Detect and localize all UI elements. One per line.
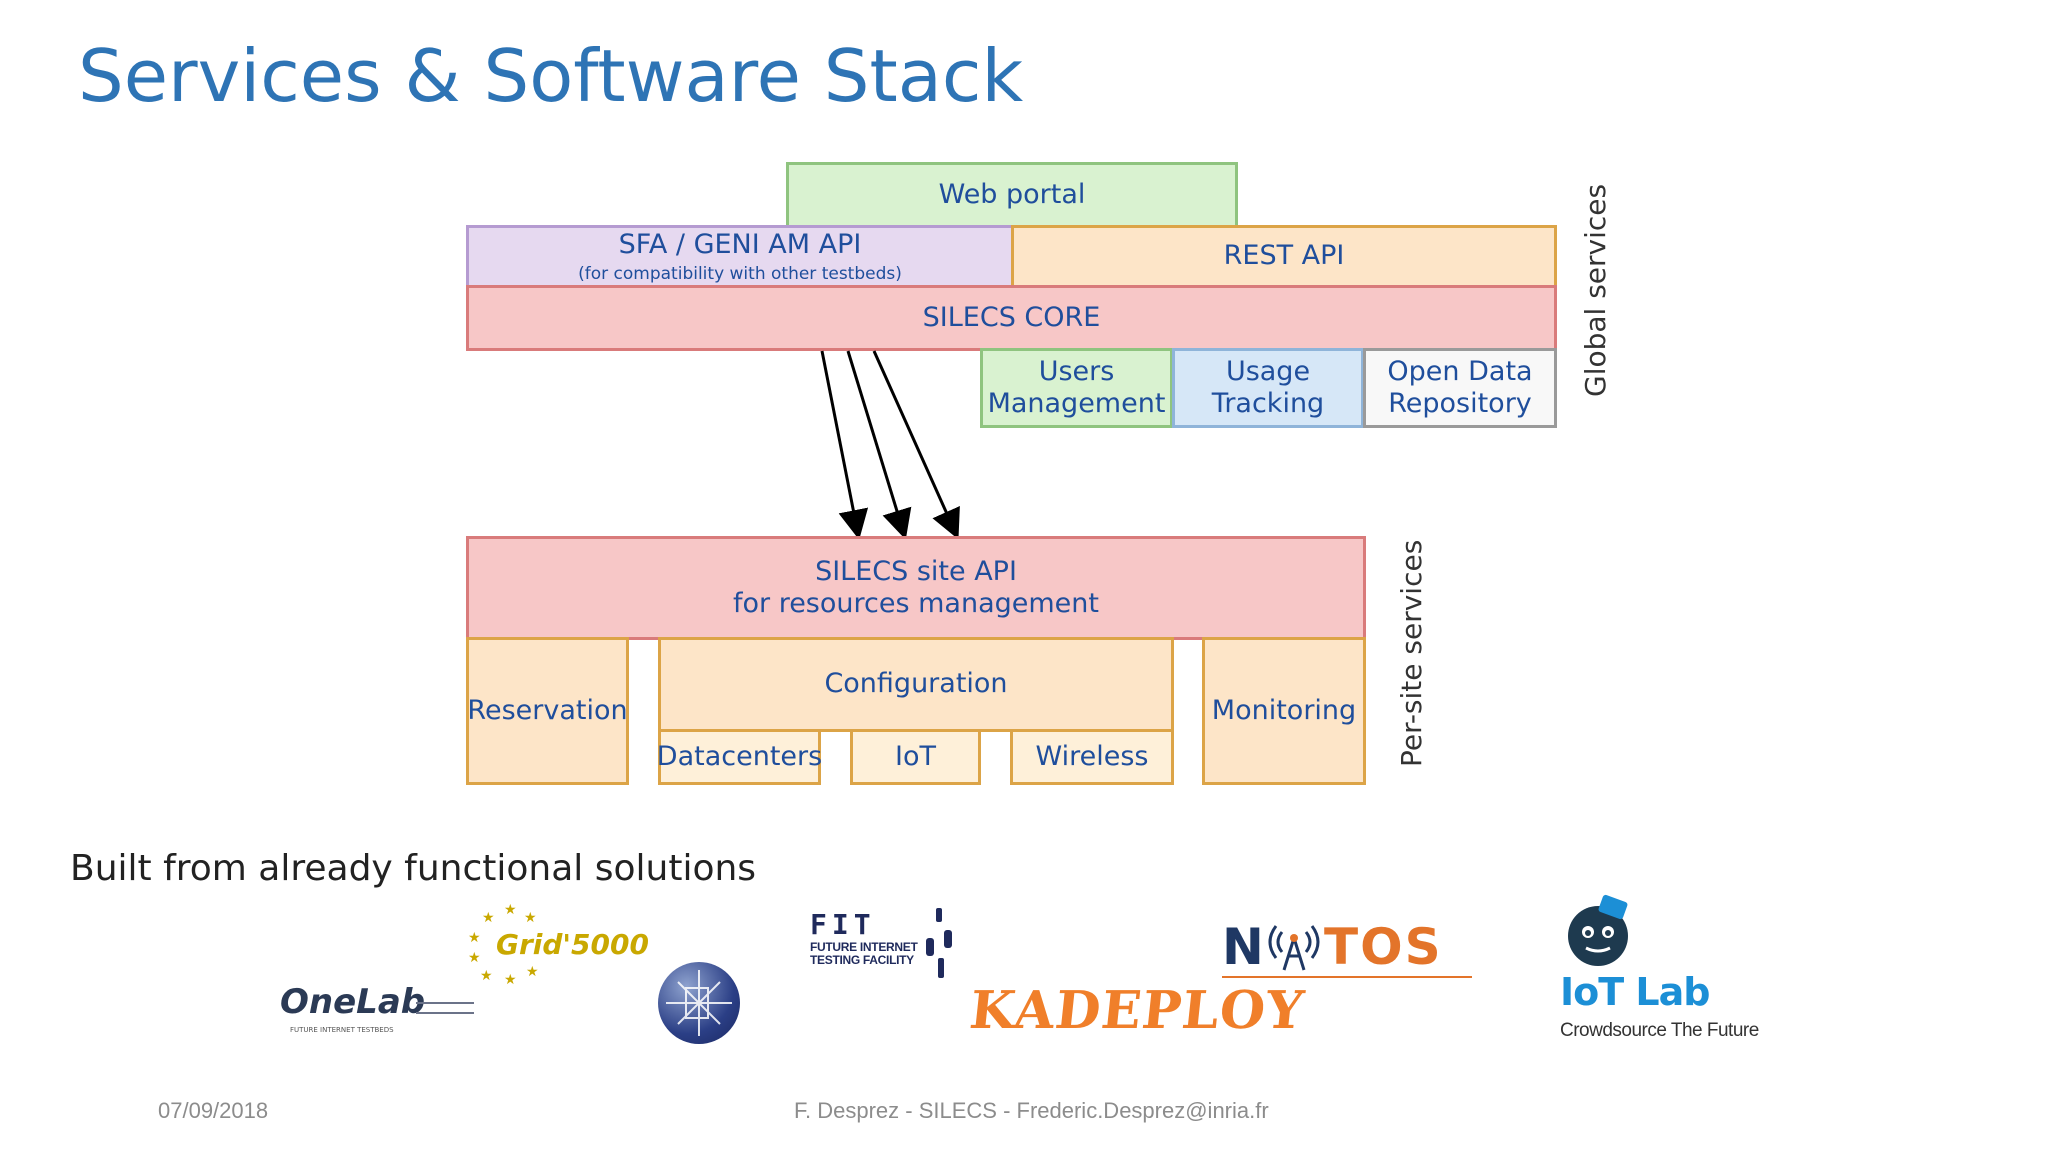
datacenters-label: Datacenters — [656, 740, 823, 772]
users-management-line2: Management — [987, 388, 1166, 419]
sfa-api-note: (for compatibility with other testbeds) — [578, 263, 902, 284]
configuration-label: Configuration — [824, 668, 1008, 700]
onelab-subtext: FUTURE INTERNET TESTBEDS — [290, 1026, 394, 1034]
fit-dots-icon — [926, 908, 952, 978]
open-data-line2: Repository — [1388, 388, 1532, 419]
grid5000-text: Grid'5000 — [496, 928, 649, 961]
users-management-box: Users Management — [980, 348, 1173, 428]
site-api-line1: SILECS site API — [815, 555, 1017, 587]
iot-label: IoT — [895, 740, 936, 772]
configuration-box: Configuration — [658, 637, 1174, 732]
nitos-underline — [1222, 976, 1472, 978]
usage-tracking-line2: Tracking — [1211, 388, 1325, 419]
wireless-box: Wireless — [1010, 729, 1174, 785]
svg-text:★: ★ — [468, 930, 481, 946]
page-title: Services & Software Stack — [78, 34, 1024, 118]
site-api-line2: for resources management — [732, 588, 1099, 619]
svg-text:★: ★ — [480, 968, 493, 984]
per-site-services-label: Per-site services — [1395, 539, 1428, 767]
svg-text:★: ★ — [504, 972, 517, 988]
footer-date: 07/09/2018 — [158, 1098, 269, 1123]
svg-text:★: ★ — [504, 902, 517, 918]
sfa-geni-api-box: SFA / GENI AM API (for compatibility wit… — [466, 225, 1014, 288]
globe-logo-icon — [658, 962, 740, 1044]
grid5000-logo: ★★★ ★★★ ★★ Grid'5000 — [462, 900, 649, 988]
svg-text:★: ★ — [524, 910, 537, 926]
onelab-logo: OneLab FUTURE INTERNET TESTBEDS — [280, 982, 480, 1042]
datacenters-box: Datacenters — [656, 729, 823, 785]
silecs-site-api-box: SILECS site API for resources management — [466, 536, 1366, 640]
reservation-box: Reservation — [466, 637, 629, 785]
fit-line1: FUTURE INTERNET — [810, 940, 918, 954]
sfa-api-label: SFA / GENI AM API — [618, 229, 862, 261]
rest-api-box: REST API — [1011, 225, 1557, 288]
nitos-text-right: TOS — [1324, 918, 1443, 976]
users-management-line1: Users — [1038, 355, 1115, 387]
web-portal-label: Web portal — [938, 178, 1086, 210]
silecs-core-label: SILECS CORE — [922, 301, 1101, 333]
iotlab-tagline: Crowdsource The Future — [1560, 1020, 1759, 1041]
monitoring-label: Monitoring — [1211, 694, 1357, 726]
usage-tracking-line1: Usage — [1225, 355, 1311, 387]
nitos-logo: N TOS — [1222, 918, 1472, 978]
usage-tracking-box: Usage Tracking — [1172, 348, 1364, 428]
web-portal-box: Web portal — [786, 162, 1238, 228]
grid5000-stars-icon: ★★★ ★★★ ★★ — [468, 902, 539, 988]
iot-box: IoT — [850, 729, 981, 785]
global-services-label: Global services — [1579, 183, 1612, 397]
svg-text:★: ★ — [482, 910, 495, 926]
arrow-3 — [872, 350, 960, 540]
monitoring-box: Monitoring — [1202, 637, 1366, 785]
svg-text:★: ★ — [468, 950, 481, 966]
built-from-text: Built from already functional solutions — [70, 848, 757, 889]
iotlab-mascot-icon — [1568, 894, 1628, 966]
globe-grid-icon — [666, 970, 732, 1036]
onelab-text: OneLab — [280, 982, 426, 1022]
arrow-1 — [820, 350, 869, 540]
open-data-repository-box: Open Data Repository — [1363, 348, 1557, 428]
antenna-icon — [1268, 925, 1320, 971]
reservation-label: Reservation — [467, 694, 628, 726]
kadeploy-logo: KADEPLOY — [966, 980, 1308, 1041]
arrow-2 — [846, 350, 912, 540]
fit-line2: TESTING FACILITY — [810, 953, 914, 967]
wireless-label: Wireless — [1035, 740, 1149, 772]
iotlab-logo: IoT Lab Crowdsource The Future — [1560, 894, 1780, 1046]
onelab-lines-icon — [416, 1002, 474, 1014]
fit-logo: FIT FUTURE INTERNET TESTING FACILITY — [810, 908, 960, 982]
nitos-text-left: N — [1222, 918, 1264, 976]
iotlab-text: IoT Lab — [1560, 970, 1710, 1014]
footer-author: F. Desprez - SILECS - Frederic.Desprez@i… — [794, 1098, 1269, 1123]
silecs-core-box: SILECS CORE — [466, 285, 1557, 351]
svg-text:★: ★ — [526, 964, 539, 980]
open-data-line1: Open Data — [1387, 355, 1533, 387]
fit-text: FIT — [810, 908, 876, 941]
rest-api-label: REST API — [1223, 240, 1345, 272]
